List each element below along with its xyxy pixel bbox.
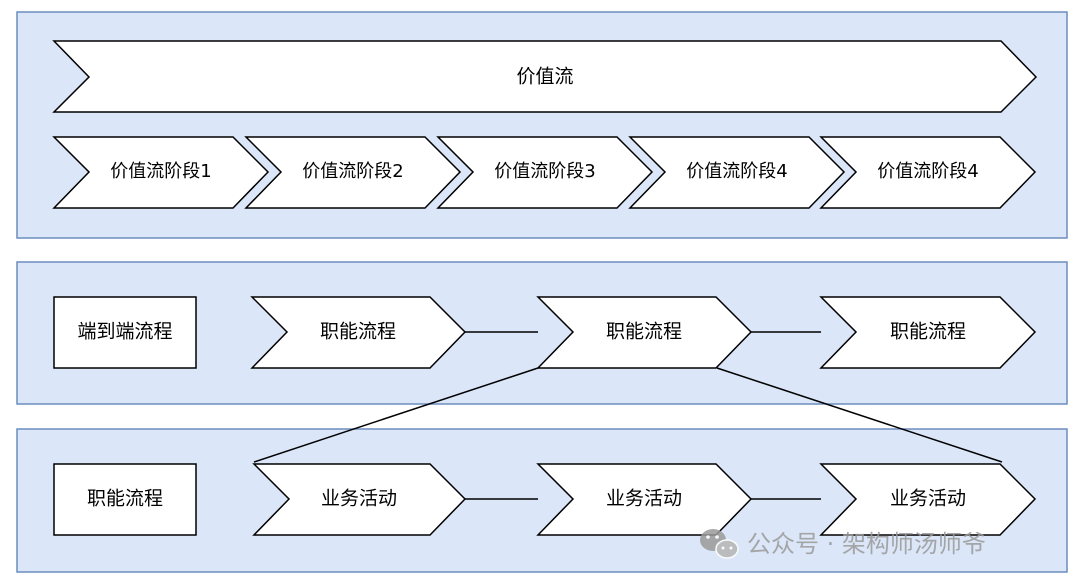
stage-label: 价值流阶段2: [302, 161, 403, 182]
functional-process-step-3: 职能流程: [819, 296, 1037, 369]
watermark-text: 公众号 · 架构师汤师爷: [747, 530, 986, 558]
stage-label: 价值流阶段3: [494, 161, 595, 182]
step-label: 职能流程: [320, 321, 396, 343]
stage-label: 价值流阶段1: [110, 161, 211, 182]
value-stream-stage-4: 价值流阶段4: [628, 136, 846, 209]
functional-label: 职能流程: [87, 488, 163, 510]
value-stream-stage-2: 价值流阶段2: [244, 136, 462, 209]
value-stream-title: 价值流: [516, 66, 573, 88]
stage-label: 价值流阶段4: [686, 161, 787, 182]
value-stream-stage-5: 价值流阶段4: [819, 136, 1037, 209]
value-stream-stage-3: 价值流阶段3: [436, 136, 654, 209]
activity-label: 业务活动: [890, 488, 966, 510]
functional-process-step-1: 职能流程: [250, 296, 467, 369]
zoom-connector-right: [716, 367, 1003, 463]
functional-label-box: 职能流程: [53, 463, 197, 536]
zoom-connector-left: [253, 367, 539, 463]
activity-label: 业务活动: [321, 488, 397, 510]
value-stream-chevron: 价值流: [52, 40, 1038, 113]
stage-label: 价值流阶段4: [877, 161, 978, 182]
step-label: 职能流程: [606, 321, 682, 343]
business-activity-3: 业务活动: [819, 463, 1037, 536]
activity-label: 业务活动: [606, 488, 682, 510]
functional-process-step-2: 职能流程: [536, 296, 753, 369]
end-to-end-label: 端到端流程: [77, 321, 172, 343]
business-activity-1: 业务活动: [252, 463, 467, 536]
end-to-end-label-box: 端到端流程: [53, 296, 197, 369]
value-stream-stage-1: 价值流阶段1: [52, 136, 270, 209]
step-label: 职能流程: [890, 321, 966, 343]
watermark: 公众号 · 架构师汤师爷: [700, 529, 986, 559]
wechat-icon: [700, 529, 739, 559]
